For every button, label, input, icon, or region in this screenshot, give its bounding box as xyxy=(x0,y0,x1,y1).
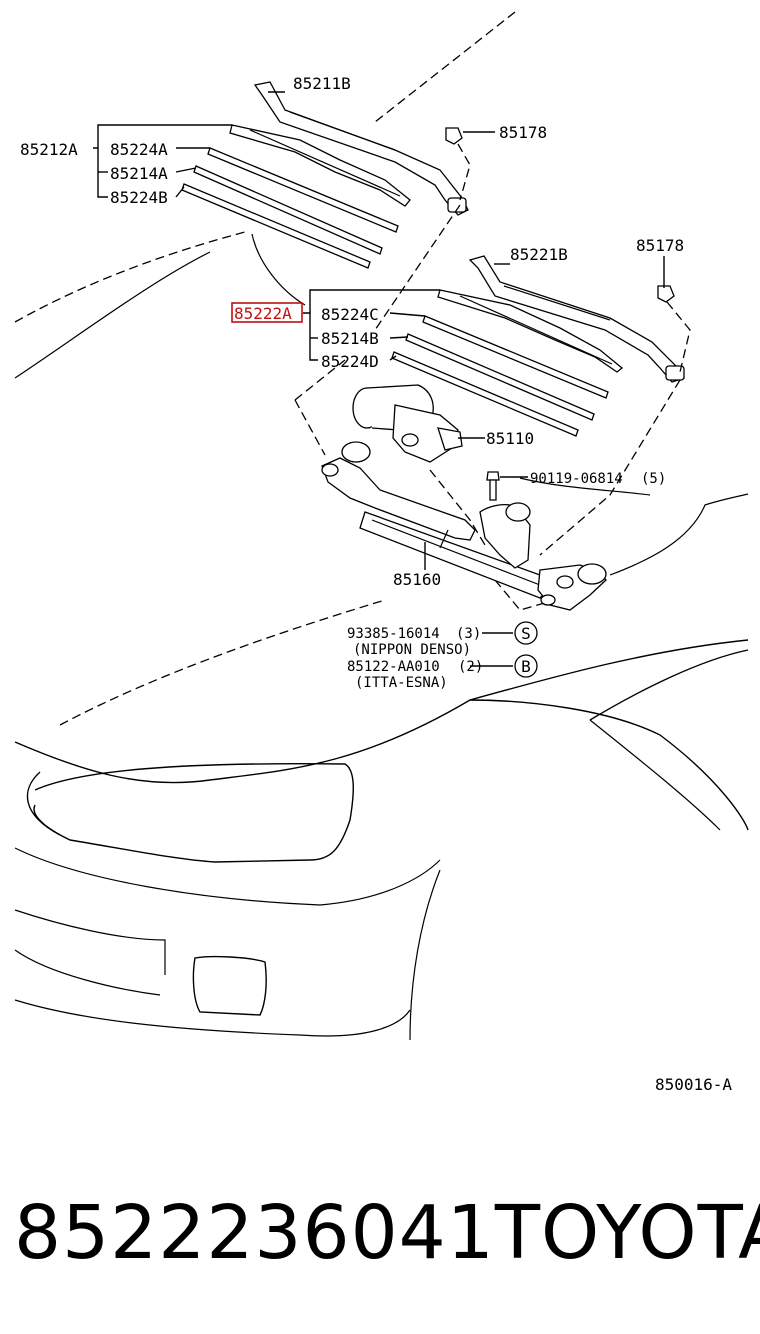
note-s-qty: (3) xyxy=(456,626,481,642)
wiper-blade-rear xyxy=(391,289,624,437)
label-rear-rubber: 85214B xyxy=(321,329,379,348)
note-b-maker: (ITTA-ESNA) xyxy=(355,675,448,691)
label-motor: 85110 xyxy=(486,429,534,448)
bolt-icon xyxy=(486,471,500,501)
label-nut-rear: 85178 xyxy=(636,236,684,255)
highlight-box xyxy=(231,302,303,323)
label-linkage: 85160 xyxy=(393,570,441,589)
label-rear-blade-upper: 85224C xyxy=(321,305,379,324)
wiper-motor xyxy=(352,384,463,463)
wiper-blade-front xyxy=(181,124,411,269)
label-bolt-qty: (5) xyxy=(641,471,666,487)
label-nut-front: 85178 xyxy=(499,123,547,142)
label-front-blade-lower: 85224B xyxy=(110,188,168,207)
note-b-part: 85122-AA010 xyxy=(347,659,440,675)
symbol-b: B xyxy=(521,657,531,676)
label-arm-front: 85211B xyxy=(293,74,351,93)
label-blade-assy-front: 85212A xyxy=(20,140,78,159)
symbol-s: S xyxy=(521,624,531,643)
nut-front-icon xyxy=(445,127,463,145)
caption-part-number: 8522236041 xyxy=(14,1190,495,1276)
wiper-arm-front xyxy=(253,81,469,216)
caption-bar: 8522236041 TOYOTA xyxy=(0,1188,760,1278)
wiper-parts-diagram: 85211B 85178 85212A 85224A 85214A 85224B… xyxy=(14,11,749,1094)
symbol-s-circle xyxy=(514,621,538,645)
label-arm-rear: 85221B xyxy=(510,245,568,264)
note-b-qty: (2) xyxy=(458,659,483,675)
label-front-blade-upper: 85224A xyxy=(110,140,168,159)
note-s-maker: (NIPPON DENSO) xyxy=(353,642,471,658)
wiper-arm-rear xyxy=(468,255,686,383)
symbol-b-circle xyxy=(514,654,538,678)
label-bolt: 90119-06814 xyxy=(530,471,623,487)
nut-rear-icon xyxy=(657,285,675,303)
label-rear-blade-lower: 85224D xyxy=(321,352,379,371)
leader-lines xyxy=(93,91,665,667)
figure-code: 850016-A xyxy=(655,1075,732,1094)
car-body-outline xyxy=(14,11,749,1041)
label-blade-assy-rear-highlighted[interactable]: 85222A xyxy=(234,304,292,323)
assembly-guides xyxy=(294,143,691,611)
caption-brand: TOYOTA xyxy=(494,1190,760,1276)
label-front-rubber: 85214A xyxy=(110,164,168,183)
note-s-part: 93385-16014 xyxy=(347,626,440,642)
wiper-linkage xyxy=(321,441,607,611)
